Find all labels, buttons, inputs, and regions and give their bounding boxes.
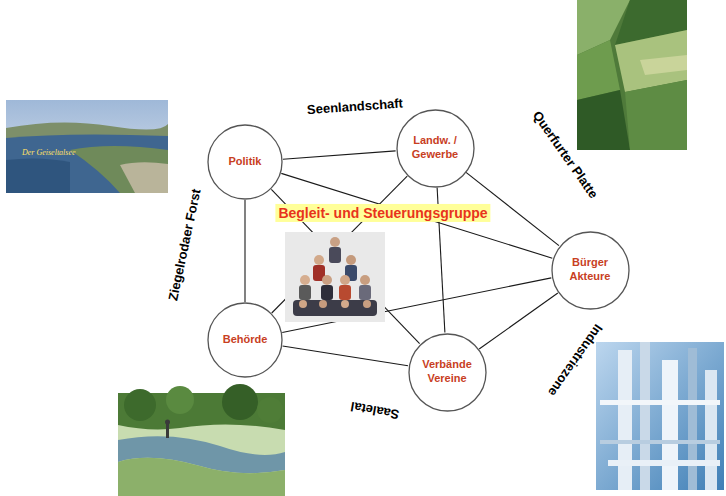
actor-circle: Verbände Vereine bbox=[408, 333, 487, 412]
actor-circle: Bürger Akteure bbox=[551, 231, 630, 310]
industry-photo bbox=[596, 342, 724, 490]
actor-circle: Politik bbox=[207, 124, 283, 200]
actor-name: Behörde bbox=[223, 333, 268, 347]
actor-name: Verbände Vereine bbox=[417, 358, 477, 386]
actor-circle: Behörde bbox=[207, 302, 283, 378]
relation-line bbox=[283, 151, 396, 159]
region-name: Saaletal bbox=[350, 399, 401, 422]
actor-name: Landw. / Gewerbe bbox=[405, 134, 465, 162]
region-ellipse: SeenlandschaftQuerfurter PlatteIndustrie… bbox=[135, 65, 675, 455]
group-photo bbox=[285, 232, 385, 322]
actor-circle: Landw. / Gewerbe bbox=[396, 109, 475, 188]
region-name: Industriezone bbox=[545, 321, 605, 398]
circle-outline bbox=[208, 303, 282, 377]
region-name: Ziegelrodaer Forst bbox=[166, 188, 204, 303]
circle-outline bbox=[552, 232, 629, 309]
circle-outline bbox=[208, 125, 282, 199]
actor-name: Politik bbox=[228, 155, 261, 169]
region-name: Querfurter Platte bbox=[530, 109, 601, 202]
circle-outline bbox=[397, 110, 474, 187]
people-pyramid bbox=[293, 237, 377, 316]
group-title: Begleit- und Steuerungsgruppe bbox=[275, 204, 490, 222]
region-name: Seenlandschaft bbox=[307, 97, 404, 118]
lake-photo bbox=[6, 100, 168, 193]
photo-caption: Der Geiseltalsee bbox=[22, 148, 76, 157]
relation-line bbox=[479, 293, 558, 349]
actor-name: Bürger Akteure bbox=[560, 256, 620, 284]
relation-line bbox=[283, 346, 408, 366]
fields-photo bbox=[577, 0, 687, 150]
relation-line bbox=[282, 278, 551, 333]
river-photo bbox=[118, 384, 285, 496]
relation-line bbox=[244, 200, 245, 302]
circle-outline bbox=[409, 334, 486, 411]
ellipse-fill bbox=[136, 66, 674, 454]
